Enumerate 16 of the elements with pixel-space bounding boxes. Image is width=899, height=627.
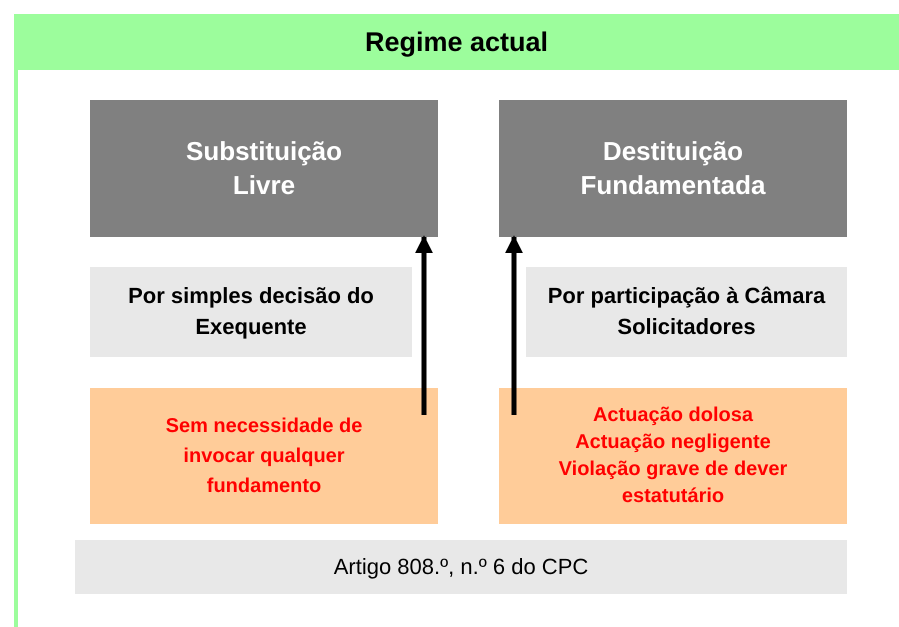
box-text: Violação grave de dever estatutário xyxy=(558,457,788,509)
arrow xyxy=(415,235,433,415)
title: Regime actual xyxy=(364,26,548,58)
heading-box xyxy=(499,100,847,237)
box-text: Actuação negligente xyxy=(575,430,771,455)
box-text: Artigo 808.º, n.º 6 do CPC xyxy=(334,552,588,581)
box-text: Por simples decisão do Exequente xyxy=(127,282,375,341)
heading-box xyxy=(90,100,438,237)
condition-box xyxy=(90,388,438,524)
box-text: Actuação dolosa xyxy=(592,403,754,428)
condition-box xyxy=(499,388,847,524)
box-text: Substituição Livre xyxy=(184,134,343,202)
box-text: Sem necessidade de invocar qualquer fundamento xyxy=(164,414,364,499)
box-text: Destituição Fundamentada xyxy=(580,134,767,202)
arrow xyxy=(505,235,523,415)
box-text: Por participação à Câmara Solicitadores xyxy=(546,282,826,341)
